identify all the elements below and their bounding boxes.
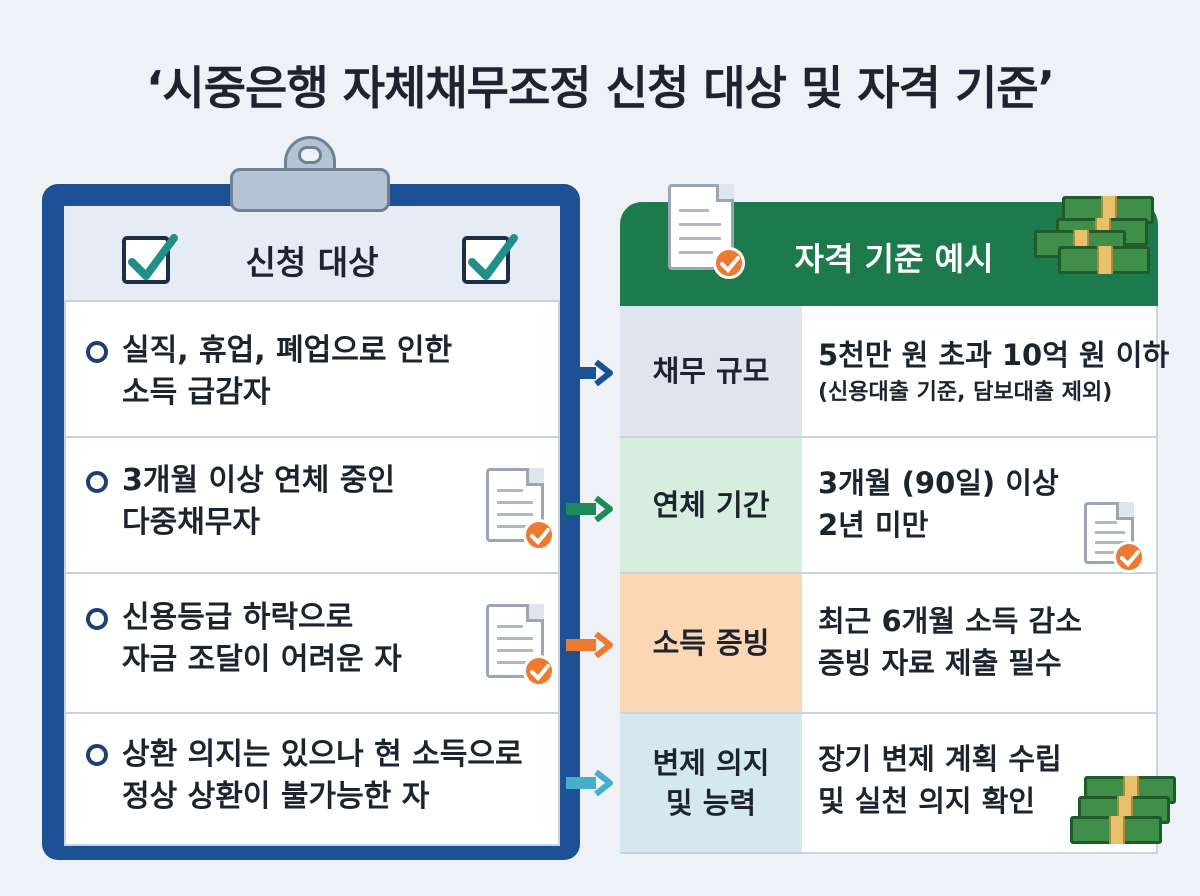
page-title: ‘시중은행 자체채무조정 신청 대상 및 자격 기준’ xyxy=(145,61,1055,115)
arrow-right-icon xyxy=(566,495,613,523)
bullet-circle-icon xyxy=(86,608,108,630)
bullet-circle-icon xyxy=(86,471,108,493)
list-item xyxy=(64,574,560,714)
clipboard-paper xyxy=(64,206,560,846)
checkbox-icon xyxy=(462,234,518,284)
table-row xyxy=(620,438,1158,574)
arrow-right-icon xyxy=(566,769,613,797)
criteria-value: 5천만 원 초과 10억 원 이하 (신용대출 기준, 담보대출 제외) xyxy=(818,338,1170,405)
money-stack-icon xyxy=(1070,776,1182,856)
money-stack-icon xyxy=(1034,196,1154,280)
table-row xyxy=(620,574,1158,714)
list-item xyxy=(64,302,560,438)
left-panel-title: 신청 대상 xyxy=(245,243,379,282)
document-check-icon xyxy=(486,604,555,687)
criteria-label: 채무 규모 xyxy=(620,306,802,436)
arrow-right-icon xyxy=(566,359,613,387)
checkbox-icon xyxy=(122,234,178,284)
list-item xyxy=(64,438,560,574)
document-check-icon xyxy=(1084,502,1145,573)
arrow-right-icon xyxy=(566,631,613,659)
table-row xyxy=(620,306,1158,438)
bullet-circle-icon xyxy=(86,744,108,766)
criteria-label: 연체 기간 xyxy=(620,438,802,572)
document-check-icon xyxy=(668,184,745,279)
criteria-label: 소득 증빙 xyxy=(620,574,802,712)
right-panel-title: 자격 기준 예시 xyxy=(794,240,994,278)
document-check-icon xyxy=(486,468,555,551)
clipboard-clip-icon xyxy=(230,168,390,212)
clipboard-clip-hole xyxy=(298,146,322,164)
bullet-circle-icon xyxy=(86,341,108,363)
